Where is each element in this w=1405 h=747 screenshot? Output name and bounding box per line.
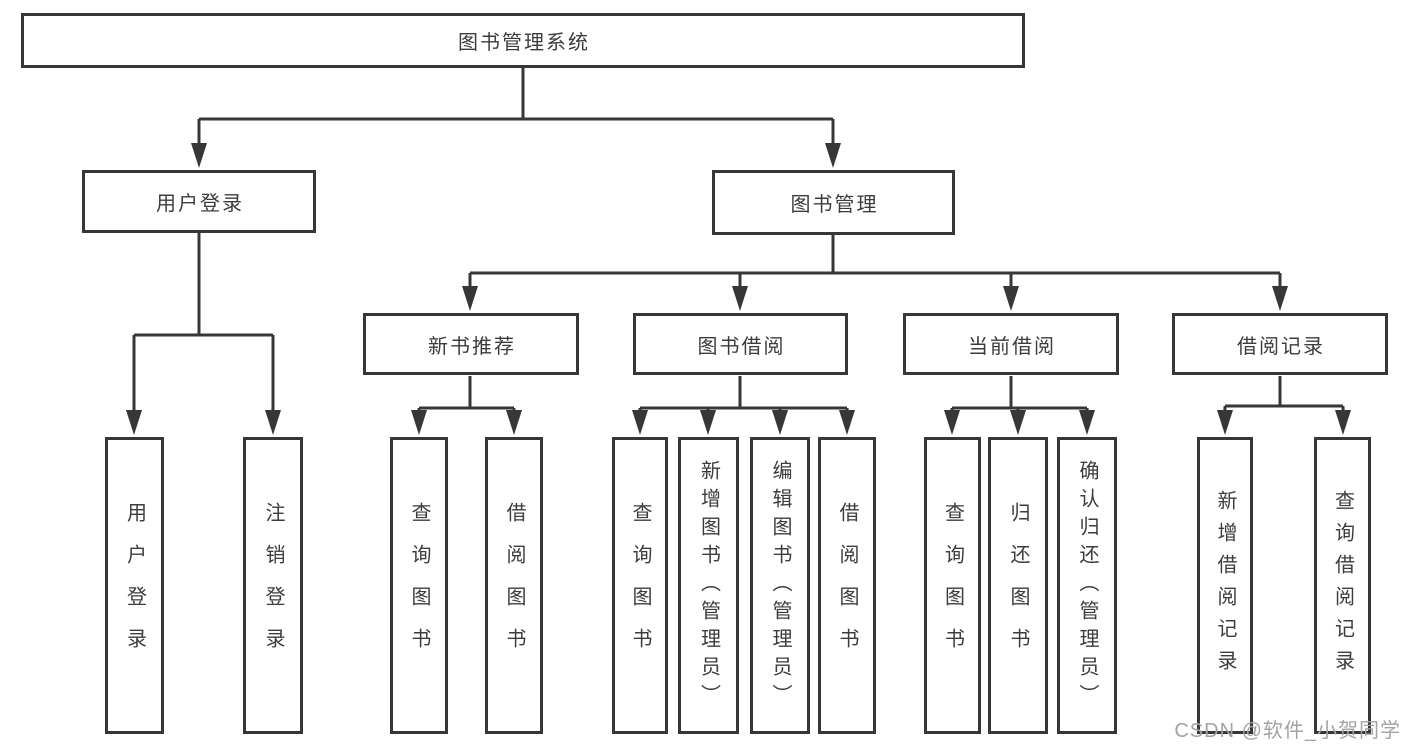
node-book-management: 图书管理: [712, 170, 955, 235]
leaf-return-book: 归还图书: [988, 437, 1048, 734]
arrow-down-icon: [265, 410, 281, 435]
connector-user-login-branch: [132, 233, 275, 412]
arrow-down-icon: [1217, 410, 1233, 435]
arrow-down-icon: [732, 286, 748, 311]
arrow-down-icon: [944, 410, 960, 435]
arrow-down-icon: [1272, 286, 1288, 311]
arrow-down-icon: [1079, 410, 1095, 435]
leaf-query-books-current: 查询图书: [924, 437, 981, 734]
leaf-borrow-books-recommendation: 借阅图书: [485, 437, 543, 734]
connector-recommendation-branch: [417, 376, 516, 411]
arrow-down-icon: [462, 286, 478, 311]
leaf-add-book-admin: 新增图书（管理员）: [678, 437, 739, 734]
connector-root-to-level2: [197, 68, 835, 145]
arrow-down-icon: [700, 410, 716, 435]
arrow-down-icon: [825, 143, 841, 168]
leaf-confirm-return-admin: 确认归还（管理员）: [1057, 437, 1117, 734]
leaf-user-login: 用户登录: [105, 437, 164, 734]
arrow-down-icon: [632, 410, 648, 435]
node-current-borrowing: 当前借阅: [903, 313, 1119, 375]
leaf-borrow-books-borrowing: 借阅图书: [818, 437, 876, 734]
leaf-query-borrow-record: 查询借阅记录: [1314, 437, 1371, 734]
arrow-down-icon: [839, 410, 855, 435]
leaf-add-borrow-record: 新增借阅记录: [1197, 437, 1253, 734]
node-new-book-recommendation: 新书推荐: [363, 313, 579, 375]
leaf-query-books-borrowing: 查询图书: [612, 437, 668, 734]
arrow-down-icon: [126, 410, 142, 435]
connector-current-borrowing-branch: [950, 376, 1089, 411]
leaf-edit-book-admin: 编辑图书（管理员）: [750, 437, 810, 734]
arrow-down-icon: [1335, 410, 1351, 435]
connector-book-management-branch: [468, 235, 1282, 288]
watermark-text: CSDN @软件_小贺同学: [1174, 720, 1401, 742]
arrow-down-icon: [506, 410, 522, 435]
connector-borrowing-branch: [638, 376, 849, 411]
node-borrowing-records: 借阅记录: [1172, 313, 1388, 375]
node-library-management-system: 图书管理系统: [21, 13, 1025, 68]
leaf-logout: 注销登录: [243, 437, 303, 734]
node-book-borrowing: 图书借阅: [633, 313, 848, 375]
node-user-login: 用户登录: [82, 170, 316, 233]
arrow-down-icon: [1003, 286, 1019, 311]
arrow-down-icon: [191, 143, 207, 168]
arrow-down-icon: [411, 410, 427, 435]
arrow-down-icon: [1010, 410, 1026, 435]
connector-records-branch: [1223, 376, 1345, 411]
arrow-down-icon: [772, 410, 788, 435]
leaf-query-books-recommendation: 查询图书: [390, 437, 448, 734]
